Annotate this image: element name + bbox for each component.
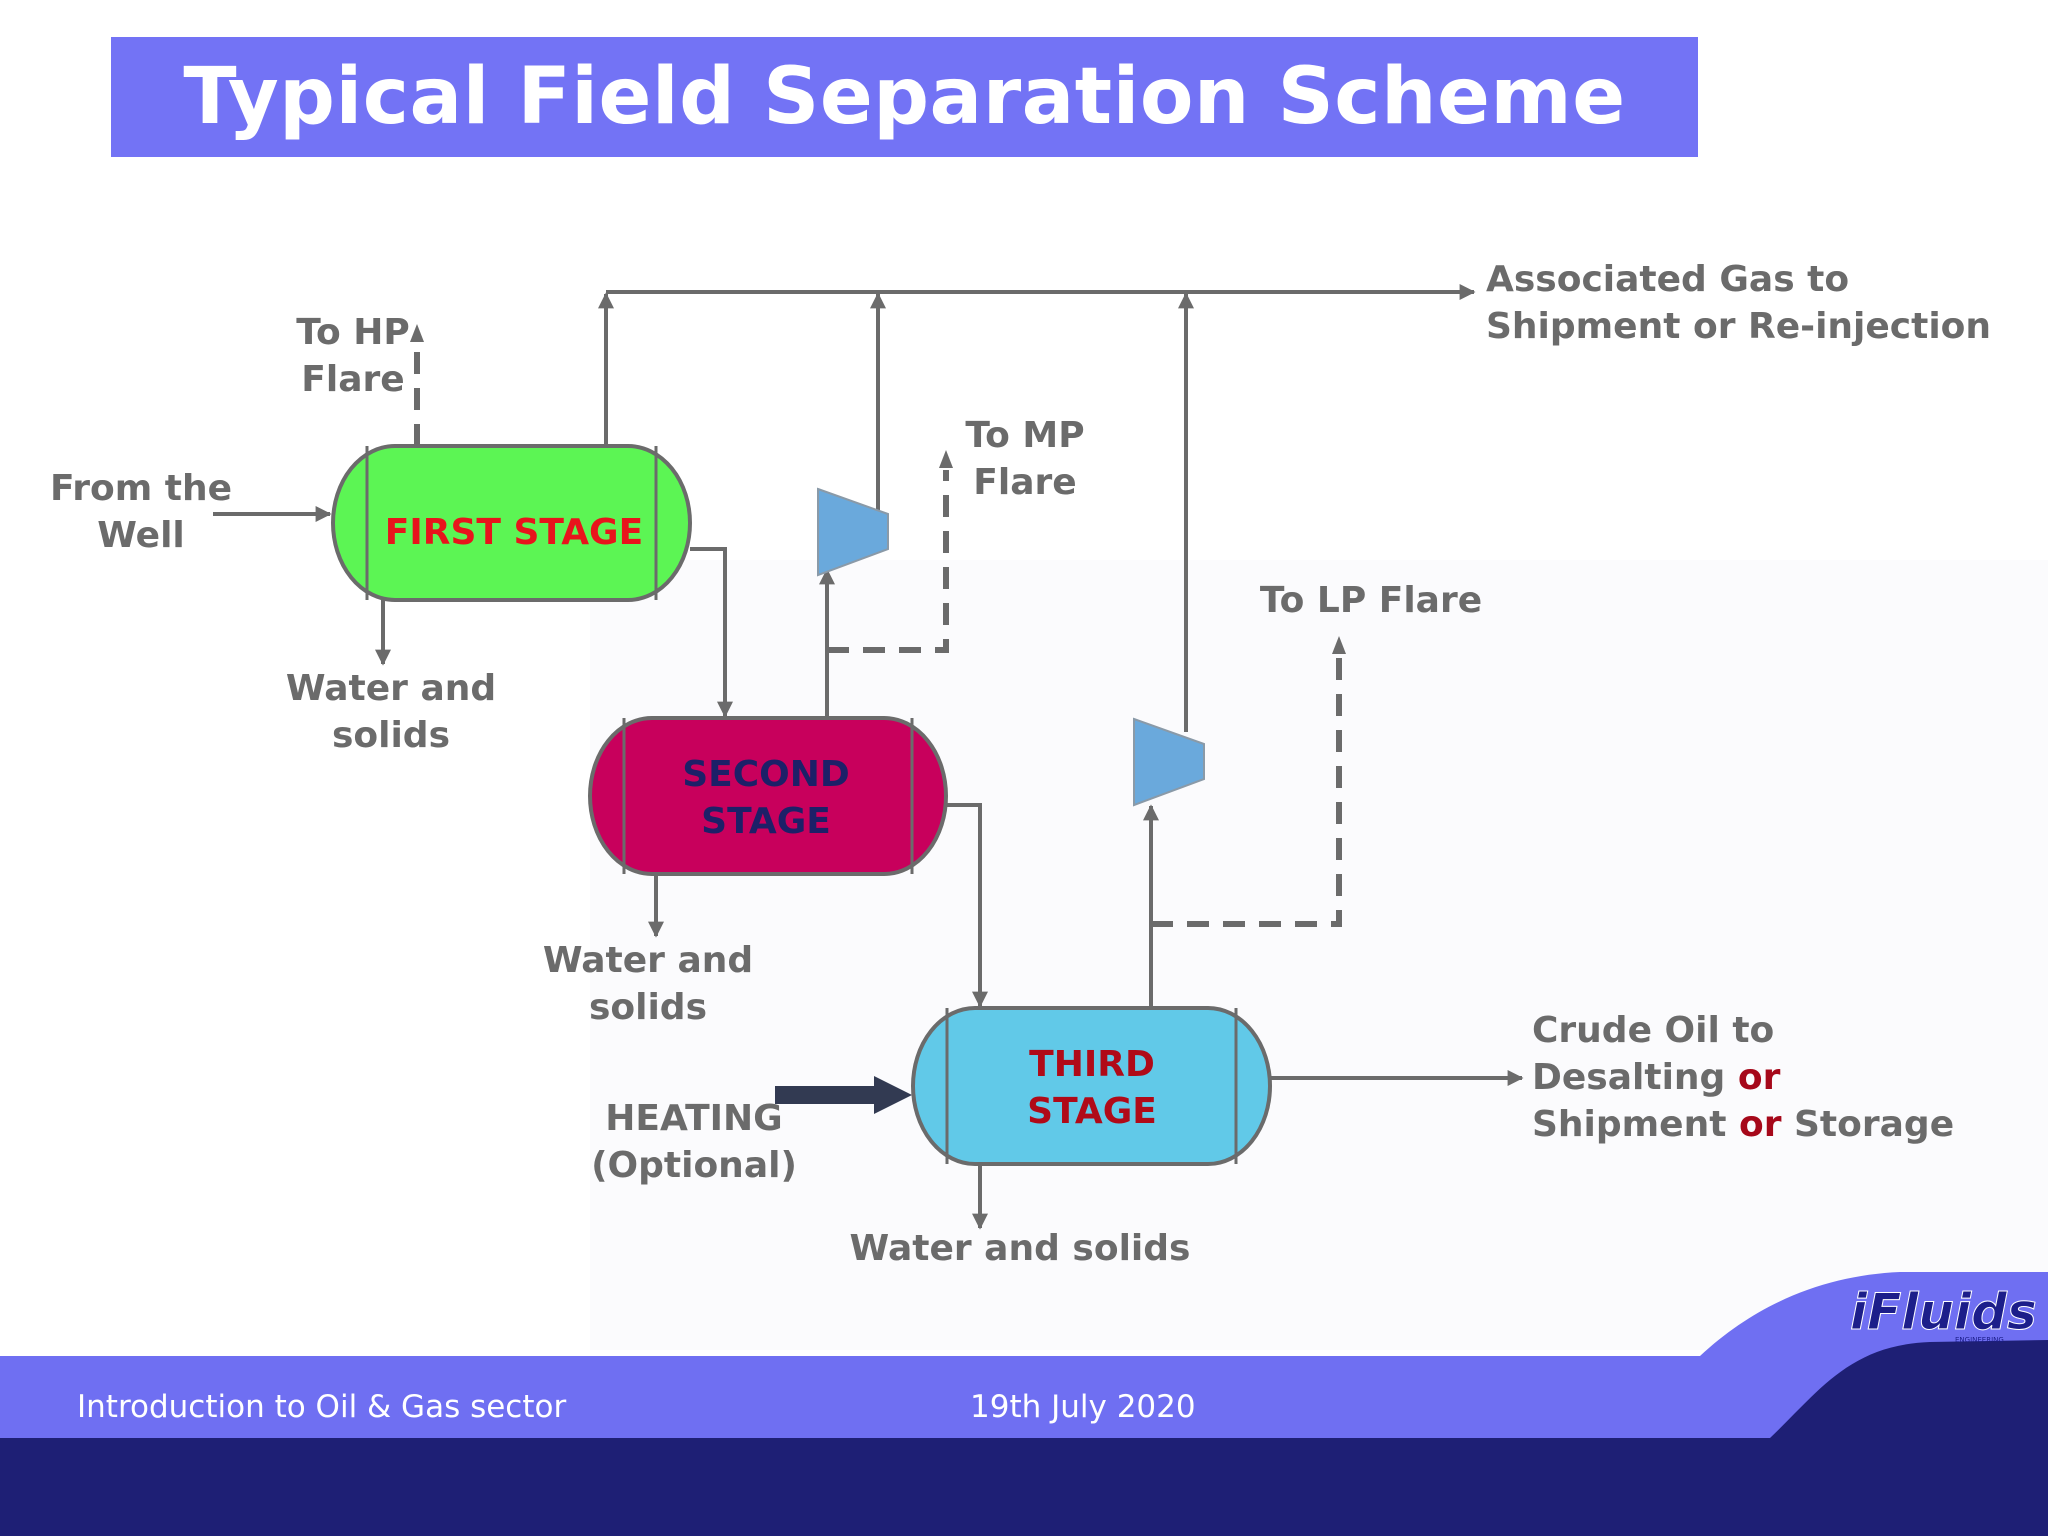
first-to-second-line — [690, 547, 733, 718]
mp-compressor-icon — [817, 487, 889, 577]
footer-date-text: 19th July 2020 — [970, 1389, 1196, 1425]
lp-flare-arrowhead — [1332, 636, 1346, 654]
water-third-label: Water and solids — [850, 1228, 1191, 1269]
footer-left-text: Introduction to Oil & Gas sector — [77, 1389, 566, 1425]
second-stage-label-line2: STAGE — [701, 801, 831, 842]
from-well-label-1: From the — [50, 468, 232, 509]
hp-flare-arrowhead — [410, 324, 424, 342]
assoc-gas-label-2: Shipment or Re-injection — [1486, 306, 1991, 347]
svg-text:iFluids: iFluids — [1850, 1283, 2037, 1341]
diagram-backdrop — [590, 560, 2048, 1350]
second-stage-label-line1: SECOND — [682, 754, 850, 795]
footer-dark-band — [0, 1340, 2048, 1536]
second-stage-vessel: SECOND STAGE — [588, 716, 948, 876]
third-stage-label-line1: THIRD — [1029, 1044, 1155, 1085]
hp-flare-label-2: Flare — [301, 359, 404, 400]
heating-label-2: (Optional) — [591, 1145, 797, 1186]
title-banner: Typical Field Separation Scheme — [111, 37, 1698, 157]
heating-label-1: HEATING — [605, 1098, 782, 1139]
lp-flare-label: To LP Flare — [1260, 580, 1482, 621]
crude-label-3: Shipment or Storage — [1532, 1104, 1954, 1145]
hp-flare-label-1: To HP — [296, 312, 410, 353]
water-first-label-2: solids — [332, 715, 450, 756]
water-second-label-2: solids — [589, 987, 707, 1028]
lp-flare-line — [1151, 658, 1342, 927]
water-first-label-1: Water and — [286, 668, 496, 709]
mp-flare-line — [827, 470, 949, 653]
page-title: Typical Field Separation Scheme — [183, 52, 1626, 142]
from-well-label-2: Well — [97, 515, 185, 556]
assoc-gas-label-1: Associated Gas to — [1486, 259, 1849, 300]
mp-flare-arrowhead — [939, 450, 953, 468]
crude-label-1: Crude Oil to — [1532, 1010, 1774, 1051]
mp-flare-label-2: Flare — [973, 462, 1076, 503]
water-second-label-1: Water and — [543, 940, 753, 981]
svg-text:ENGINEERING: ENGINEERING — [1955, 1336, 2004, 1344]
first-stage-vessel: FIRST STAGE — [331, 444, 692, 602]
mp-flare-label-1: To MP — [965, 415, 1084, 456]
ifluids-logo: iFluids ENGINEERING — [1850, 1283, 2038, 1345]
heating-arrowhead — [874, 1076, 912, 1114]
first-stage-label: FIRST STAGE — [385, 512, 643, 553]
crude-label-2: Desalting or — [1532, 1057, 1781, 1098]
third-stage-vessel: THIRD STAGE — [911, 1006, 1272, 1166]
second-to-third-line — [946, 803, 988, 1008]
third-stage-label-line2: STAGE — [1027, 1091, 1157, 1132]
lp-compressor-icon — [1133, 717, 1205, 807]
